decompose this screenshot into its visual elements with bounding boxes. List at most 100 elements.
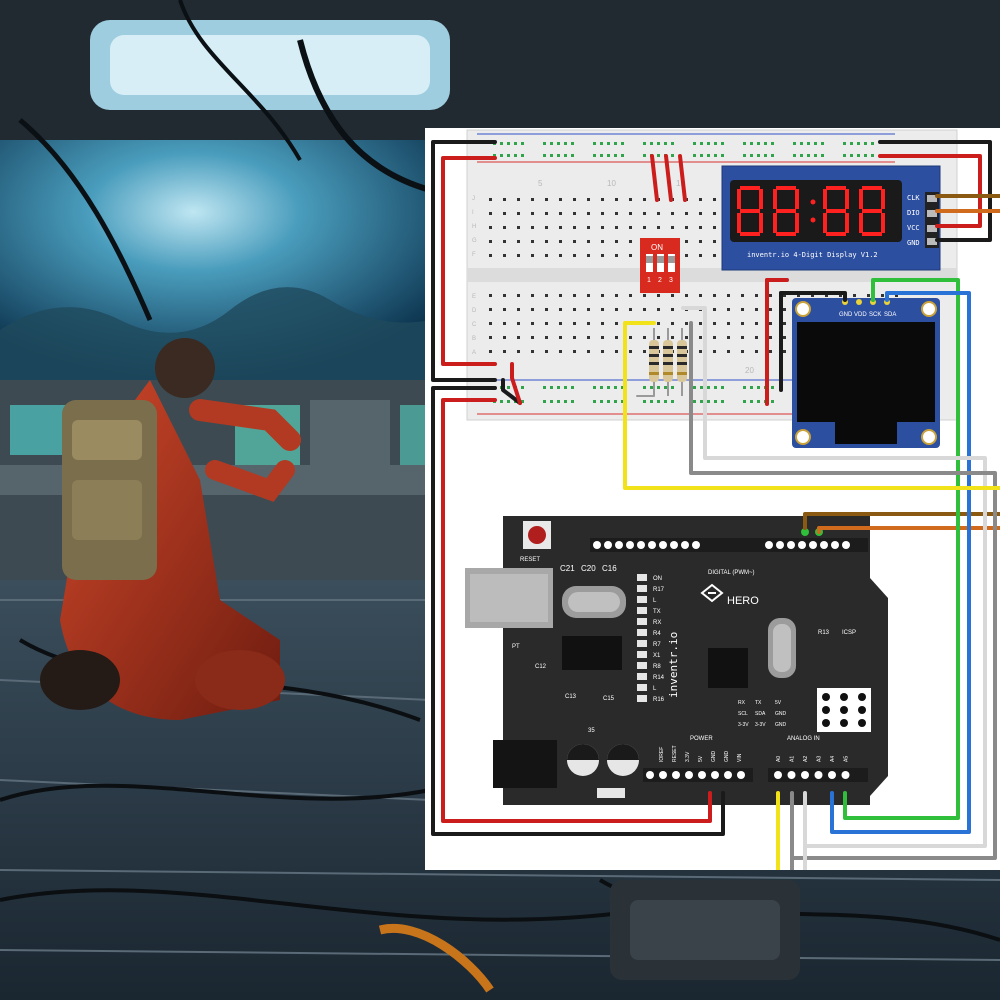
side-label: L xyxy=(653,686,657,692)
breadboard-hole xyxy=(601,254,604,257)
side-label: L xyxy=(653,598,657,604)
header-pin[interactable] xyxy=(831,541,839,549)
breadboard-hole xyxy=(671,308,674,311)
power-header-pin[interactable] xyxy=(724,771,732,779)
header-pin[interactable] xyxy=(692,541,700,549)
dip-switch[interactable]: ON 1 2 3 xyxy=(640,238,680,293)
breadboard-hole xyxy=(545,198,548,201)
header-pin[interactable] xyxy=(604,541,612,549)
header-pin[interactable] xyxy=(659,541,667,549)
breadboard-hole xyxy=(601,212,604,215)
digital-header-pins xyxy=(593,528,850,549)
seven-segment-display-module: inventr.io 4-Digit Display V1.2 CLK DIO … xyxy=(721,165,941,271)
header-pin[interactable] xyxy=(670,541,678,549)
row-letter-a: A xyxy=(472,350,476,356)
smd-component xyxy=(637,651,647,658)
breadboard-hole xyxy=(573,198,576,201)
rail-hole xyxy=(750,142,753,145)
hero-model-text: HERO xyxy=(727,595,759,607)
breadboard-hole xyxy=(517,308,520,311)
row-letter-e: E xyxy=(472,294,476,300)
analog-header-pin[interactable] xyxy=(828,771,836,779)
dc-power-jack xyxy=(493,740,557,788)
display-pin-dio: DIO xyxy=(907,209,920,217)
power-header-pin[interactable] xyxy=(698,771,706,779)
header-pin[interactable] xyxy=(681,541,689,549)
breadboard-hole xyxy=(685,254,688,257)
breadboard-hole xyxy=(615,198,618,201)
rail-hole xyxy=(521,386,524,389)
rail-hole xyxy=(757,400,760,403)
rail-hole xyxy=(614,400,617,403)
breadboard-hole xyxy=(601,198,604,201)
rail-hole xyxy=(593,386,596,389)
breadboard-hole xyxy=(601,294,604,297)
header-pin[interactable] xyxy=(842,541,850,549)
breadboard-hole xyxy=(503,350,506,353)
breadboard-hole xyxy=(699,322,702,325)
segment xyxy=(737,213,741,233)
rail-hole xyxy=(543,142,546,145)
header-pin[interactable] xyxy=(637,541,645,549)
header-pin[interactable] xyxy=(809,541,817,549)
header-pin[interactable] xyxy=(648,541,656,549)
breadboard-hole xyxy=(629,226,632,229)
rail-hole xyxy=(864,154,867,157)
power-header-pin[interactable] xyxy=(685,771,693,779)
segment xyxy=(862,232,882,236)
breadboard-hole xyxy=(503,308,506,311)
breadboard-hole xyxy=(769,336,772,339)
breadboard-hole xyxy=(601,336,604,339)
smd-component xyxy=(637,684,647,691)
breadboard-hole xyxy=(769,350,772,353)
header-pin[interactable] xyxy=(776,541,784,549)
power-header-pin[interactable] xyxy=(659,771,667,779)
analog-header-pin[interactable] xyxy=(814,771,823,779)
header-pin[interactable] xyxy=(798,541,806,549)
power-header-pin[interactable] xyxy=(646,771,654,779)
breadboard-hole xyxy=(727,308,730,311)
segment xyxy=(862,209,882,213)
analog-header-pin[interactable] xyxy=(787,771,796,779)
header-pin[interactable] xyxy=(820,541,828,549)
header-pin-connected[interactable] xyxy=(801,528,809,536)
dip-switch-on-label: ON xyxy=(651,243,663,252)
rail-hole xyxy=(593,154,596,157)
breadboard-hole xyxy=(615,240,618,243)
serial-label: SCL xyxy=(738,711,748,717)
analog-header-pin[interactable] xyxy=(774,771,782,779)
header-pin[interactable] xyxy=(765,541,773,549)
serial-label: GND xyxy=(775,722,787,728)
wire-blue-sda xyxy=(830,291,971,834)
dip-toggle-1[interactable] xyxy=(646,256,653,263)
breadboard-hole xyxy=(503,254,506,257)
breadboard-hole xyxy=(755,336,758,339)
rail-hole xyxy=(600,142,603,145)
analog-pin-label: A4 xyxy=(830,756,836,762)
power-header-pin[interactable] xyxy=(711,771,719,779)
breadboard-hole xyxy=(699,212,702,215)
breadboard-hole xyxy=(587,226,590,229)
breadboard-hole xyxy=(741,336,744,339)
dip-toggle-2[interactable] xyxy=(657,256,664,263)
dip-toggle-3[interactable] xyxy=(668,256,675,263)
segment xyxy=(740,186,760,190)
wire-yellow-dip xyxy=(623,321,1000,490)
segment xyxy=(759,213,763,233)
breadboard-hole xyxy=(895,294,898,297)
analog-header-pin[interactable] xyxy=(841,771,850,779)
power-header-pin[interactable] xyxy=(672,771,680,779)
breadboard-hole xyxy=(685,240,688,243)
segment xyxy=(859,189,863,209)
header-pin[interactable] xyxy=(593,541,601,549)
breadboard-hole xyxy=(685,294,688,297)
power-header-pin[interactable] xyxy=(737,771,745,779)
header-pin[interactable] xyxy=(787,541,795,549)
analog-header-pin[interactable] xyxy=(801,771,809,779)
header-pin[interactable] xyxy=(626,541,634,549)
header-pin[interactable] xyxy=(615,541,623,549)
breadboard-hole xyxy=(755,308,758,311)
rail-hole xyxy=(693,154,696,157)
breadboard-hole xyxy=(503,294,506,297)
segment xyxy=(826,209,846,213)
